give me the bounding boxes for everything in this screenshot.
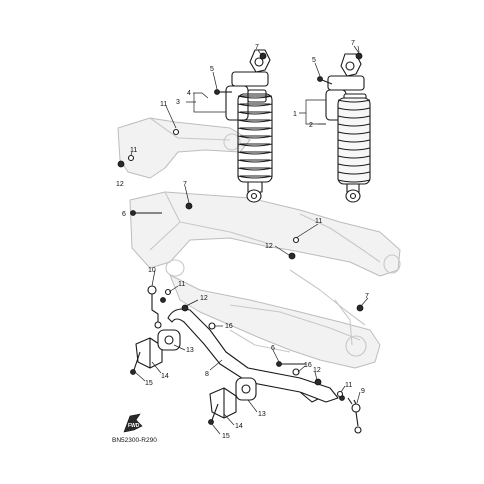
shock-absorber-left (225, 49, 273, 203)
stabilizer-link-left (147, 285, 166, 329)
callout-6-right: 6 (271, 345, 275, 352)
callout-12-mid: 12 (265, 243, 273, 250)
callout-7-mid-right: 7 (365, 293, 369, 300)
shock-absorber-right (325, 53, 371, 203)
callout-9: 9 (361, 388, 365, 395)
callout-7-left-top: 7 (255, 44, 259, 51)
bushing-bracket-left (135, 329, 181, 369)
callout-5-right: 5 (312, 57, 316, 64)
callout-16-left: 16 (225, 323, 233, 330)
callout-12-left: 12 (116, 181, 124, 188)
callout-3: 3 (176, 99, 180, 106)
hardware (117, 52, 364, 425)
bushing-bracket-right (209, 377, 257, 419)
callout-5-left: 5 (210, 66, 214, 73)
callout-11-link-left: 11 (178, 281, 185, 288)
leader-lines (130, 45, 369, 435)
callout-11-right: 11 (345, 382, 352, 389)
diagram-code: BN52300-R290 (112, 437, 157, 444)
callouts: 7 7 5 5 4 3 1 2 11 11 12 7 6 11 12 10 11… (116, 40, 369, 440)
callout-4: 4 (187, 90, 191, 97)
callout-6-left: 6 (122, 211, 126, 218)
callout-7-right-top: 7 (351, 40, 355, 47)
callout-7-mid-left: 7 (183, 181, 187, 188)
callout-2: 2 (309, 122, 313, 129)
callout-13-right: 13 (258, 411, 266, 418)
stabilizer-link-right (339, 395, 362, 434)
callout-12-link-left: 12 (200, 295, 208, 302)
callout-11-upper-left: 11 (160, 101, 167, 108)
callout-14-left: 14 (161, 373, 169, 380)
callout-13-left: 13 (186, 347, 194, 354)
callout-11-left: 11 (130, 147, 137, 154)
callout-8: 8 (205, 371, 209, 378)
callout-10: 10 (148, 267, 156, 274)
callout-15-left: 15 (145, 380, 153, 387)
callout-12-right: 12 (313, 367, 321, 374)
callout-14-right: 14 (235, 423, 243, 430)
callout-11-mid-right: 11 (315, 218, 322, 225)
frame-outline (117, 117, 401, 369)
callout-16-right: 16 (304, 362, 312, 369)
callout-1: 1 (293, 111, 297, 118)
callout-15-right: 15 (222, 433, 230, 440)
fwd-label: FWD (128, 423, 140, 429)
fwd-arrow-icon: FWD (123, 413, 143, 433)
